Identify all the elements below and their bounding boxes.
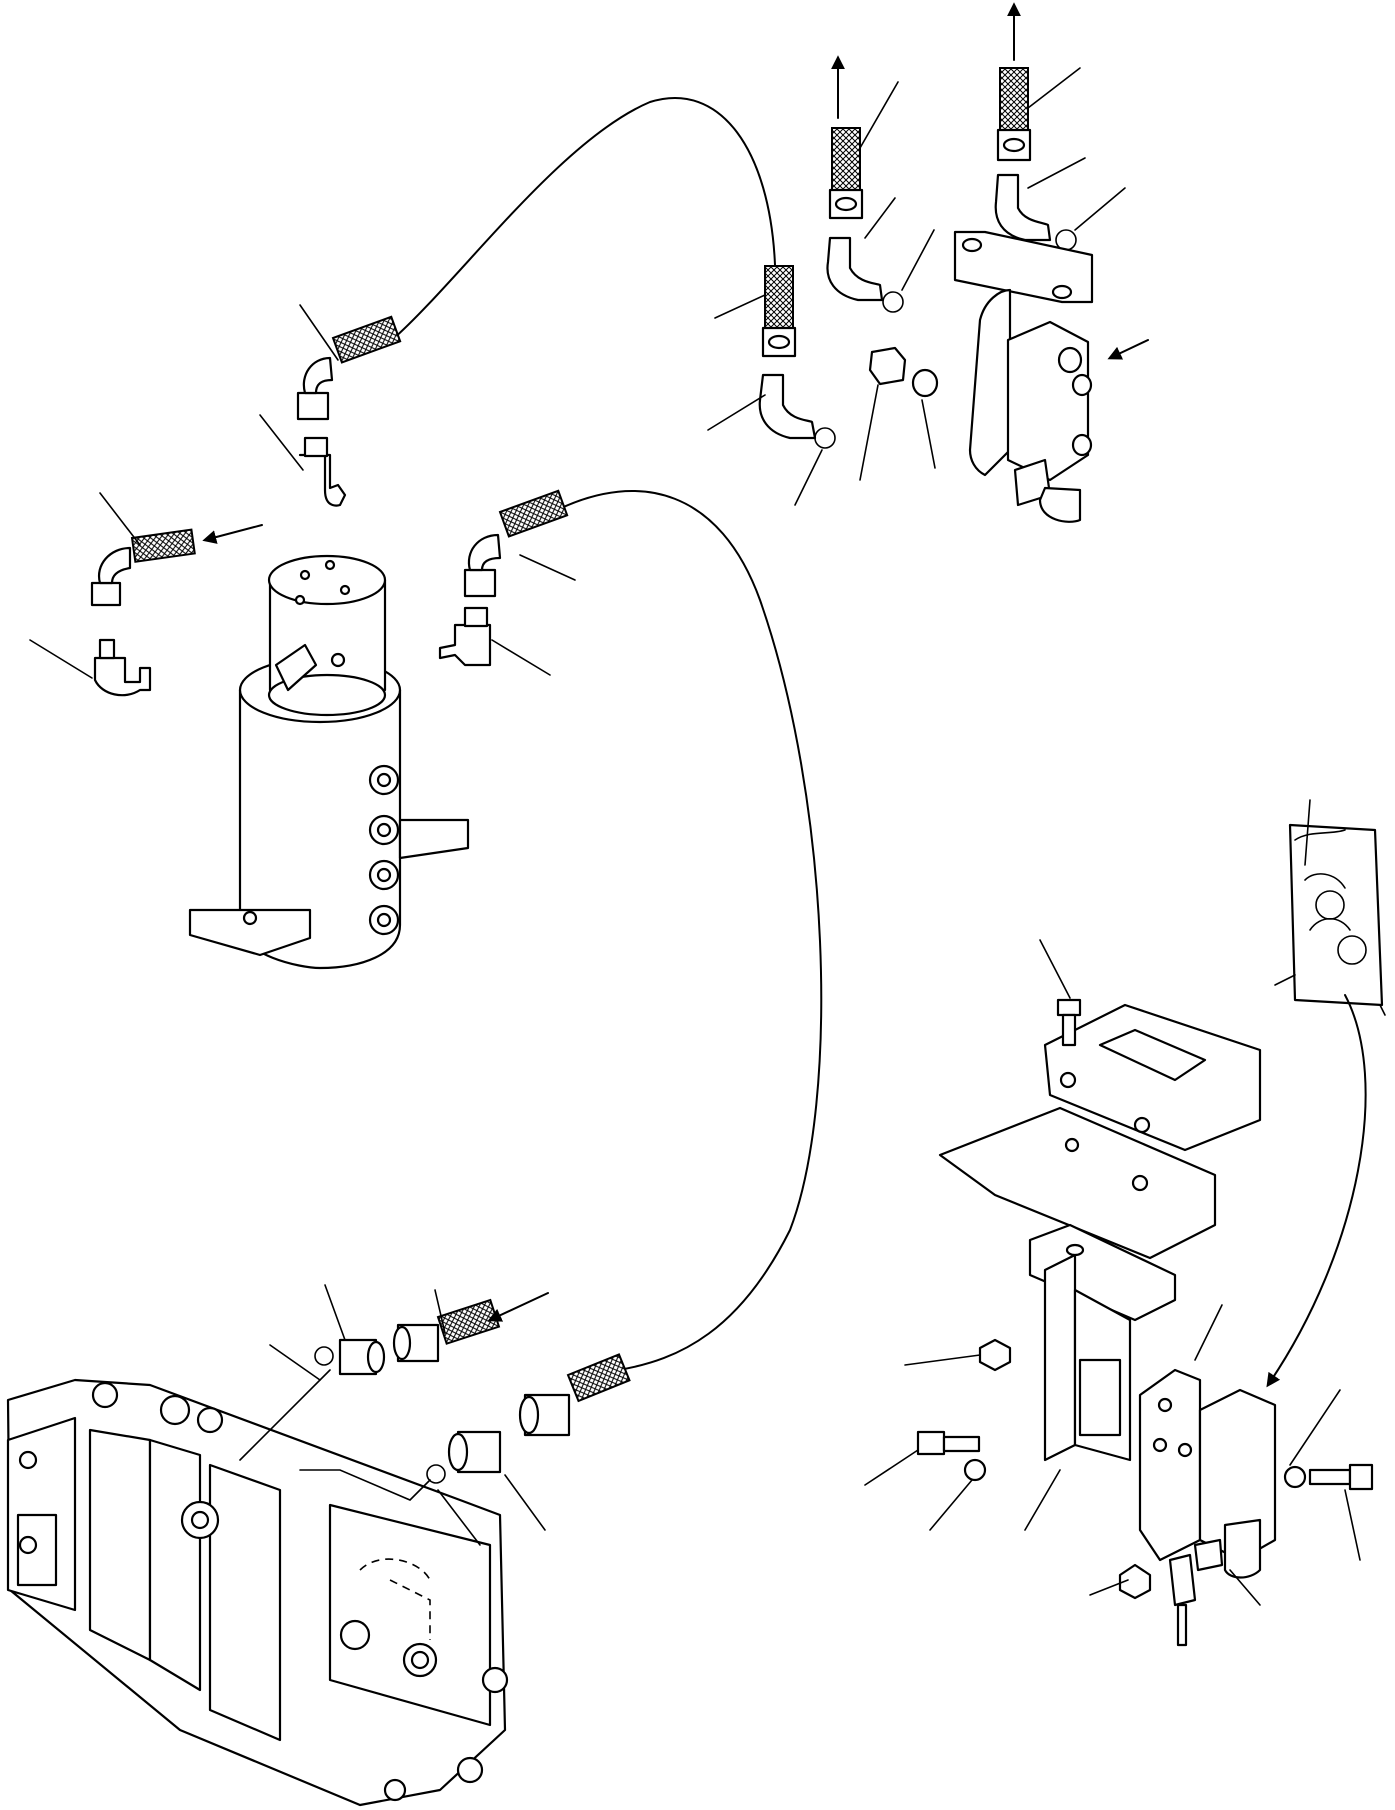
plug-fitting xyxy=(868,346,939,398)
hose-lines xyxy=(391,96,823,1371)
nut-left xyxy=(978,1338,1012,1372)
hose-end-upper-1 xyxy=(828,127,864,220)
callout-lines xyxy=(29,67,1361,1606)
bolt-right xyxy=(1283,1463,1374,1491)
connection-lines-lower xyxy=(239,1369,431,1501)
bolt-top xyxy=(1056,998,1082,1047)
solenoid-valve-top xyxy=(953,230,1094,523)
control-valve-block xyxy=(6,1378,509,1807)
hose-end-left-lower xyxy=(392,1298,501,1363)
swivel-joint xyxy=(188,554,470,970)
hose-end-left xyxy=(90,528,196,607)
bolt-left xyxy=(916,1430,987,1482)
coupling-right xyxy=(426,1430,502,1484)
coupling-left xyxy=(314,1338,386,1376)
solenoid-valve-bottom xyxy=(1138,1368,1277,1579)
hose-end-right-lower xyxy=(518,1353,631,1437)
elbow-fitting-right xyxy=(438,606,492,667)
hose-end-upper-3 xyxy=(761,265,797,358)
elbow-fitting-left xyxy=(93,638,152,697)
bolt-bag xyxy=(1274,823,1386,1016)
elbow-fitting-top xyxy=(298,436,347,507)
elbow-fitting-upper-1 xyxy=(826,236,904,313)
hose-end-right xyxy=(463,489,569,598)
flow-arrows xyxy=(202,2,1367,1388)
mounting-bracket xyxy=(938,1003,1262,1462)
hose-end-upper-2 xyxy=(996,67,1032,162)
elbow-fitting-upper-3 xyxy=(758,373,836,449)
hose-end-top xyxy=(296,315,402,421)
nut-bottom xyxy=(1118,1553,1197,1647)
